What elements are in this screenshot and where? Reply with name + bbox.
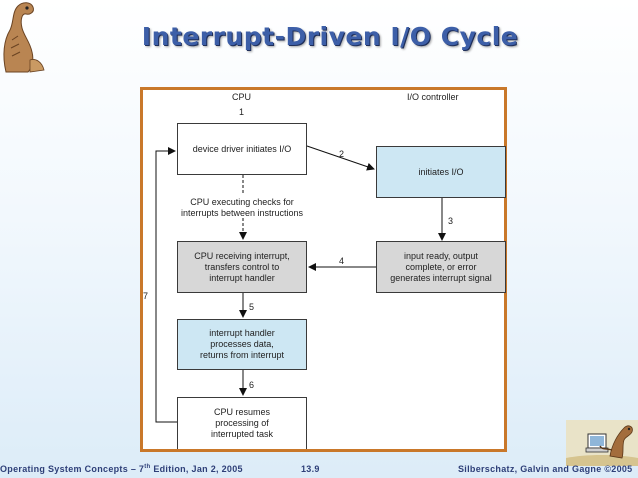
connector-arrows	[155, 145, 446, 423]
initiates-io-text: initiates I/O	[418, 166, 464, 177]
input-ready-text: input ready, output complete, or error g…	[390, 250, 492, 283]
device-driver-text: device driver initiates I/O	[192, 143, 292, 154]
cpu-resumes-box: CPU resumes processing of interrupted ta…	[177, 397, 307, 449]
cpu-checking-text: CPU executing checks for interrupts betw…	[180, 197, 304, 218]
footer-left: Operating System Concepts – 7th Edition,…	[0, 464, 243, 474]
footer-page-number: 13.9	[301, 464, 320, 474]
step-5-label: 5	[249, 302, 255, 312]
cpu-receiving-interrupt-text: CPU receiving interrupt, transfers contr…	[194, 250, 290, 283]
step-1-label: 1	[239, 107, 245, 117]
initiates-io-box: initiates I/O	[376, 146, 506, 198]
dinosaur-mascot-icon	[3, 2, 45, 73]
slide-title: Interrupt-Driven I/O Cycle	[141, 22, 519, 51]
diagram-frame: CPU I/O controller 1 device driver initi…	[140, 87, 507, 452]
step-7-label: 7	[143, 291, 149, 301]
device-driver-box: device driver initiates I/O	[177, 123, 307, 175]
arrow-7	[155, 147, 177, 423]
footer-right: Silberschatz, Galvin and Gagne ©2005	[458, 464, 633, 474]
dinosaur-computer-mascot-icon	[566, 420, 638, 466]
step-4-label: 4	[339, 256, 345, 266]
footer-left-sup: th	[144, 464, 151, 470]
step-3-label: 3	[448, 216, 454, 226]
cpu-label: CPU	[232, 92, 252, 102]
io-controller-label: I/O controller	[407, 92, 459, 102]
step-6-label: 6	[249, 380, 255, 390]
cpu-receiving-interrupt-box: CPU receiving interrupt, transfers contr…	[177, 241, 307, 293]
interrupt-handler-box: interrupt handler processes data, return…	[177, 319, 307, 370]
arrow-2	[306, 145, 375, 171]
interrupt-handler-text: interrupt handler processes data, return…	[199, 328, 285, 360]
step-2-label: 2	[339, 149, 345, 159]
footer-left-suffix: Edition, Jan 2, 2005	[150, 464, 243, 474]
footer-left-prefix: Operating System Concepts – 7	[0, 464, 145, 474]
input-ready-box: input ready, output complete, or error g…	[376, 241, 506, 293]
cpu-resumes-text: CPU resumes processing of interrupted ta…	[210, 407, 274, 439]
